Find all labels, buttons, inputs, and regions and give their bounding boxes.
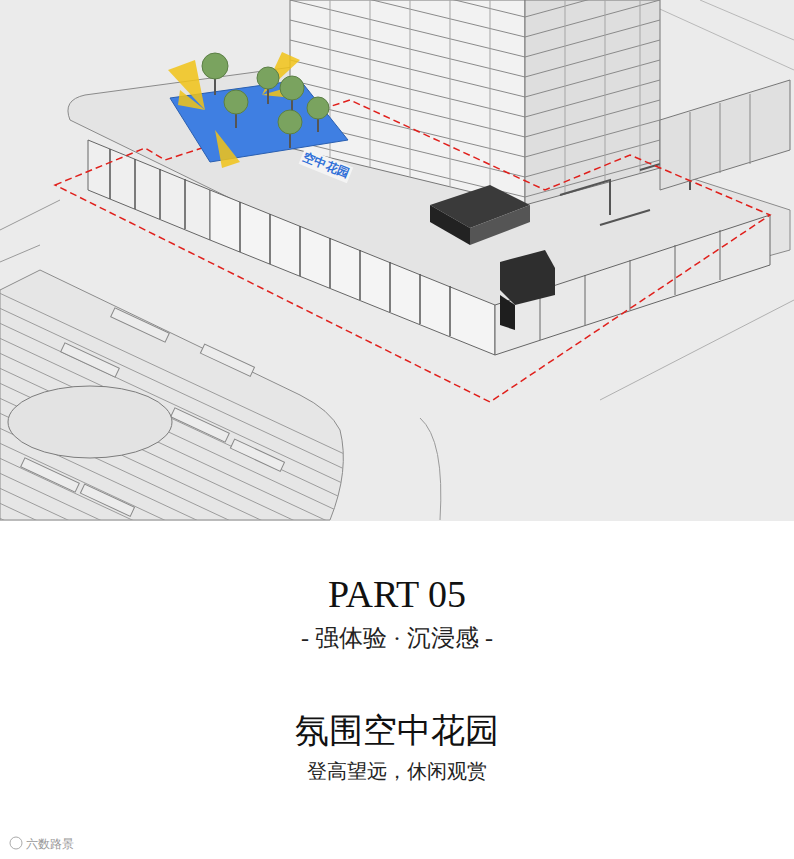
subheading: 登高望远，休闲观赏 [0, 758, 794, 785]
ground [0, 0, 794, 521]
tower [290, 0, 660, 210]
watermark: 六数路景 [26, 836, 74, 853]
heading: 氛围空中花园 [0, 708, 794, 754]
subtitle: - 强体验 · 沉浸感 - [0, 622, 794, 654]
facade-sign: 空中花园 [299, 148, 354, 183]
roof-garden [168, 52, 348, 168]
watermark-icon [10, 837, 22, 849]
podium [88, 80, 790, 355]
part-title: PART 05 [0, 572, 794, 616]
site-boundary [55, 100, 770, 402]
